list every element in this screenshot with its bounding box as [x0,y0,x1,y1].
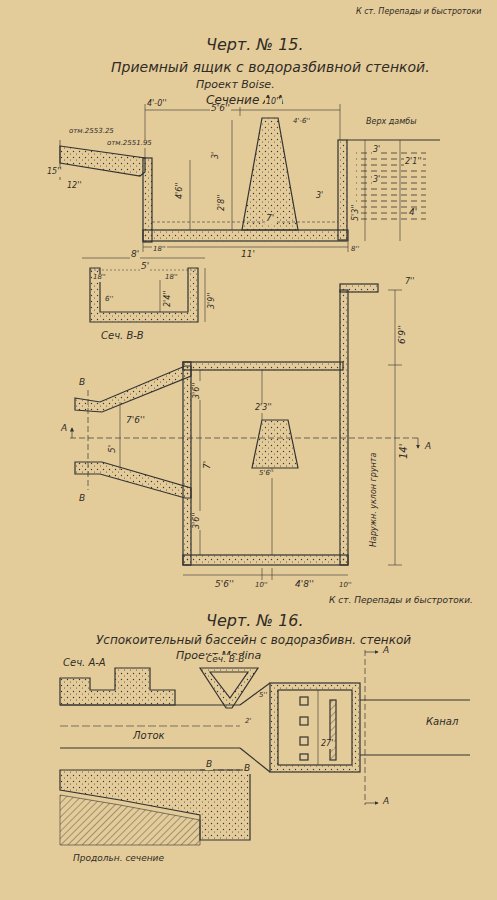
drawing-label: B [243,764,251,774]
drawing-label: Приемный ящик с водоразбивной стенкой. [110,60,431,75]
drawing-label: Канал [425,716,459,727]
drawing-label: Успокоительный бассейн с водоразбивн. ст… [95,634,412,647]
drawing-label: 5'6'' [214,580,235,590]
drawing-label: 6'9'' [398,324,408,345]
drawing-label: 5' [140,262,150,272]
drawing-label: 3' [212,151,221,160]
drawing-label: отм.2553.25 [68,128,115,136]
drawing-label: 2'1'' [404,158,423,167]
drawing-label: 5' [108,444,118,454]
drawing-label: Сеч. В-В [205,655,245,665]
drawing-label: 4'6'' [176,181,185,200]
drawing-label: 15'' [46,168,63,177]
drawing-label: 18'' [92,274,107,282]
drawing-label: 7'' [404,278,416,287]
drawing-label: Продольн. сечение [72,854,165,864]
drawing-label: Лоток [132,730,166,741]
drawing-label: 8' [130,250,140,260]
drawing-label: 3'6'' [193,381,202,400]
drawing-label: 18'' [152,246,167,254]
drawing-label: Проект Boise. [195,79,276,91]
drawing-label: 11' [240,250,256,260]
drawing-label: Наружн. уклон грунта [370,452,379,548]
drawing-label: 10'' [338,582,353,590]
drawing-label: 7' [265,214,275,224]
drawing-label: 7'6'' [125,416,146,426]
drawing-label: 5'3'' [352,203,361,222]
drawing-label: 7' [203,460,213,470]
figure-title: Черт. № 16. [205,612,305,630]
drawing-label: 2'4'' [164,289,173,308]
drawing-label: B [205,760,213,770]
drawing-label: 6'' [104,296,114,304]
drawing-label: B [78,494,86,504]
drawing-label: К ст. Перепады и быстротоки. [328,596,474,606]
drawing-label: 10'' [265,98,282,107]
drawing-label: A [424,442,432,452]
drawing-label: 27' [320,740,334,749]
drawing-label: 3' [315,192,324,201]
drawing-label: К ст. Перепады и быстротоки [355,8,482,17]
drawing-label: 4'-6'' [292,118,311,126]
drawing-label: 2' [244,718,252,726]
drawing-label: 3'9'' [208,291,217,310]
drawing-label: 3'6'' [193,511,202,530]
drawing-label: отм.2551.95 [106,140,153,148]
figure-title: Черт. № 15. [205,36,305,54]
drawing-label: 8'' [350,246,360,254]
drawing-label: 5'' [258,692,268,700]
drawing-label: 2'3'' [254,404,273,413]
drawing-label: 12'' [66,182,83,191]
drawing-label: 2'8'' [218,193,227,212]
drawing-label: Верх дамбы [365,118,417,127]
drawing-label: 4'8'' [294,580,315,590]
drawing-label: A [382,646,390,656]
drawing-label: 5'6'' [210,104,231,114]
drawing-label: B [78,378,86,388]
drawing-label: 10'' [254,582,269,590]
drawing-label: 3' [372,146,381,155]
drawing-label: A [382,797,390,807]
drawing-label: Сеч. А-А [62,657,107,668]
drawing-label: 14' [398,443,409,460]
drawing-label: 3' [372,176,381,185]
drawing-label: Сеч. В-В [100,330,145,341]
drawing-label: A [60,424,68,434]
drawing-label: 18'' [164,274,179,282]
drawing-label: 5'6'' [258,470,275,478]
drawing-label: 4' [408,208,418,218]
drawing-label: 4'-0'' [146,100,168,109]
